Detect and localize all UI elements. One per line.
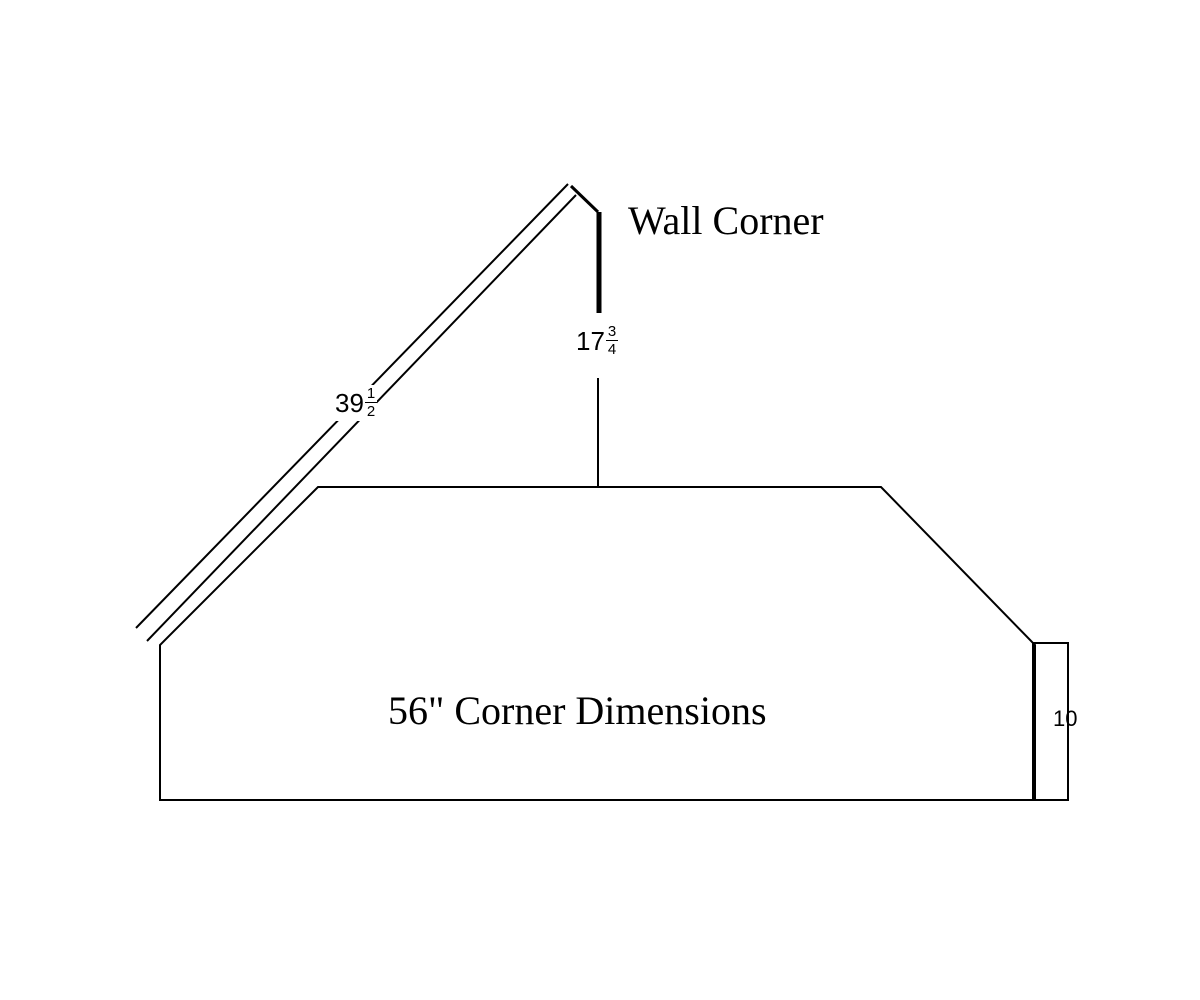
right-end-panel xyxy=(1032,642,1069,801)
fraction-denominator: 4 xyxy=(607,341,617,359)
countertop-outline xyxy=(159,486,1036,801)
diagram-caption: 56" Corner Dimensions xyxy=(388,688,767,733)
fraction-numerator: 1 xyxy=(364,385,378,404)
fraction-numerator: 3 xyxy=(605,323,619,342)
diagram-title: Wall Corner xyxy=(628,198,824,243)
dimension-right-return: 10 xyxy=(1053,706,1078,731)
dimension-corner-depth-whole: 17 xyxy=(576,325,605,356)
fraction-denominator: 2 xyxy=(366,403,376,421)
dimension-wall-diagonal-whole: 39 xyxy=(335,387,364,418)
wall-corner-bend xyxy=(569,184,600,214)
